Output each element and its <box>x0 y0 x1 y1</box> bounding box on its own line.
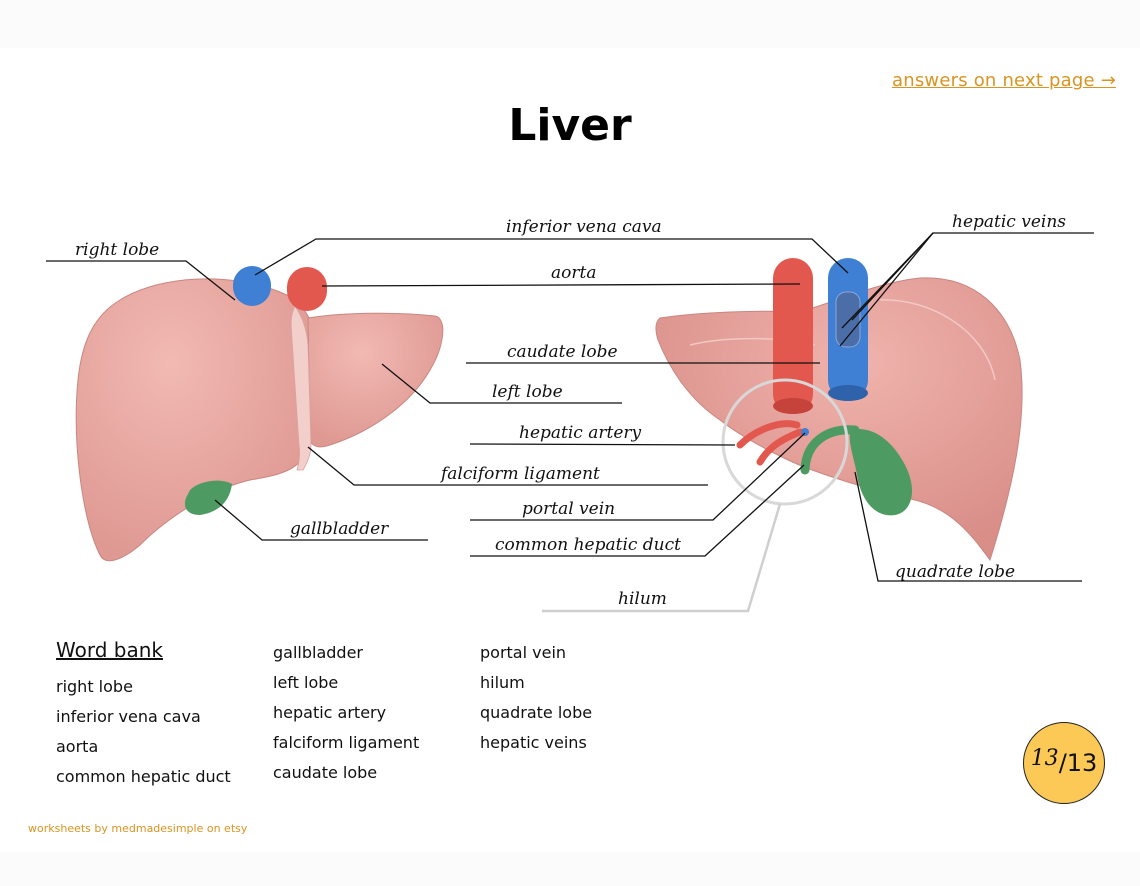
leader-aorta <box>322 284 800 286</box>
leader-hepatic-artery <box>470 444 735 445</box>
word-bank-item: hilum <box>480 668 592 698</box>
page-number-badge: 13 /13 <box>1023 722 1105 804</box>
aorta-posterior-shape <box>773 258 813 414</box>
ivc-posterior-end <box>828 385 868 401</box>
footer-credit: worksheets by medmadesimple on etsy <box>28 822 247 835</box>
anterior-right-lobe-shape <box>76 279 312 561</box>
word-bank-item: portal vein <box>480 638 592 668</box>
aorta-anterior-shape <box>287 267 327 311</box>
word-bank-item: falciform ligament <box>273 728 419 758</box>
word-bank-column-2: gallbladder left lobe hepatic artery fal… <box>273 636 419 788</box>
label-hilum: hilum <box>618 589 667 609</box>
word-bank-item: caudate lobe <box>273 758 419 788</box>
word-bank-item: hepatic artery <box>273 698 419 728</box>
word-bank-item: common hepatic duct <box>56 762 231 792</box>
posterior-liver-illustration <box>656 258 1022 560</box>
aorta-posterior-end <box>773 398 813 414</box>
word-bank-item: quadrate lobe <box>480 698 592 728</box>
word-bank-item: left lobe <box>273 668 419 698</box>
hepatic-veins-window <box>836 292 860 347</box>
anterior-left-lobe-shape <box>308 313 443 447</box>
label-left-lobe: left lobe <box>492 382 563 402</box>
page-total: /13 <box>1059 749 1098 777</box>
word-bank-column-3: portal vein hilum quadrate lobe hepatic … <box>480 636 592 758</box>
label-common-hepatic-duct: common hepatic duct <box>495 535 681 555</box>
label-hepatic-artery: hepatic artery <box>519 423 642 443</box>
anterior-liver-illustration <box>76 266 443 561</box>
label-portal-vein: portal vein <box>522 499 615 519</box>
label-gallbladder: gallbladder <box>290 519 389 539</box>
page-current: 13 <box>1031 746 1059 771</box>
label-quadrate-lobe: quadrate lobe <box>895 562 1015 582</box>
label-right-lobe: right lobe <box>75 240 159 260</box>
label-caudate-lobe: caudate lobe <box>507 342 618 362</box>
word-bank-heading: Word bank <box>56 636 231 664</box>
word-bank-column-1: Word bank right lobe inferior vena cava … <box>56 636 231 792</box>
ivc-anterior-shape <box>233 266 271 306</box>
label-hepatic-veins: hepatic veins <box>952 212 1066 232</box>
word-bank-item: hepatic veins <box>480 728 592 758</box>
label-aorta: aorta <box>551 263 596 283</box>
word-bank-item: right lobe <box>56 672 231 702</box>
label-falciform-ligament: falciform ligament <box>439 464 600 484</box>
word-bank-item: aorta <box>56 732 231 762</box>
word-bank-item: inferior vena cava <box>56 702 231 732</box>
word-bank-item: gallbladder <box>273 638 419 668</box>
label-inferior-vena-cava: inferior vena cava <box>506 217 662 237</box>
